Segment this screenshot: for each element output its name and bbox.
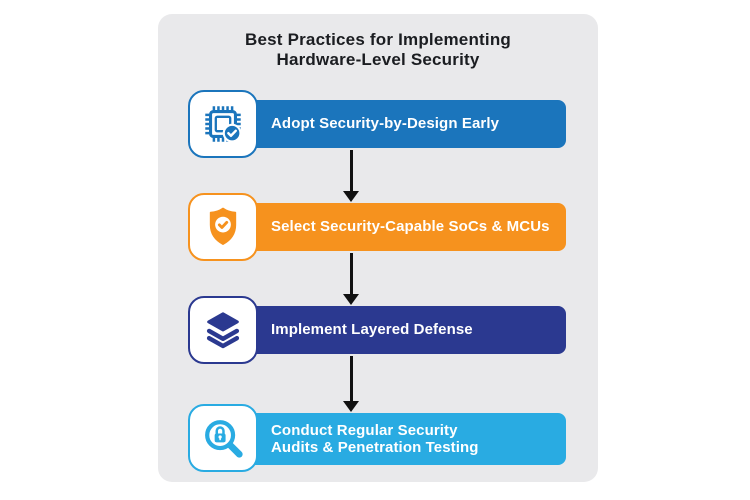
step-bar: Conduct Regular Security Audits & Penetr… xyxy=(222,413,566,465)
arrow-down-icon xyxy=(343,253,359,305)
title-line-1: Best Practices for Implementing xyxy=(245,30,511,49)
step-label-line2: Audits & Penetration Testing xyxy=(271,439,479,456)
arrow-down-icon xyxy=(343,150,359,202)
step-label: Conduct Regular Security xyxy=(271,421,458,439)
chip-check-icon xyxy=(205,106,242,143)
magnifier-lock-icon xyxy=(205,420,243,458)
arrow-down-icon xyxy=(343,356,359,412)
infographic-panel: Best Practices for Implementing Hardware… xyxy=(158,14,598,482)
layers-icon xyxy=(206,312,240,349)
step-bar: Adopt Security-by-Design Early xyxy=(222,100,566,148)
shield-check-icon xyxy=(209,207,237,245)
icon-tile xyxy=(188,296,258,364)
step-label: Select Security-Capable SoCs & MCUs xyxy=(271,218,550,236)
icon-tile xyxy=(188,193,258,261)
step-label: Implement Layered Defense xyxy=(271,321,473,339)
infographic-title: Best Practices for Implementing Hardware… xyxy=(158,30,598,70)
step-bar: Select Security-Capable SoCs & MCUs xyxy=(222,203,566,251)
title-line-2: Hardware-Level Security xyxy=(276,50,480,69)
icon-tile xyxy=(188,404,258,472)
step-label: Adopt Security-by-Design Early xyxy=(271,115,500,133)
step-bar: Implement Layered Defense xyxy=(222,306,566,354)
icon-tile xyxy=(188,90,258,158)
